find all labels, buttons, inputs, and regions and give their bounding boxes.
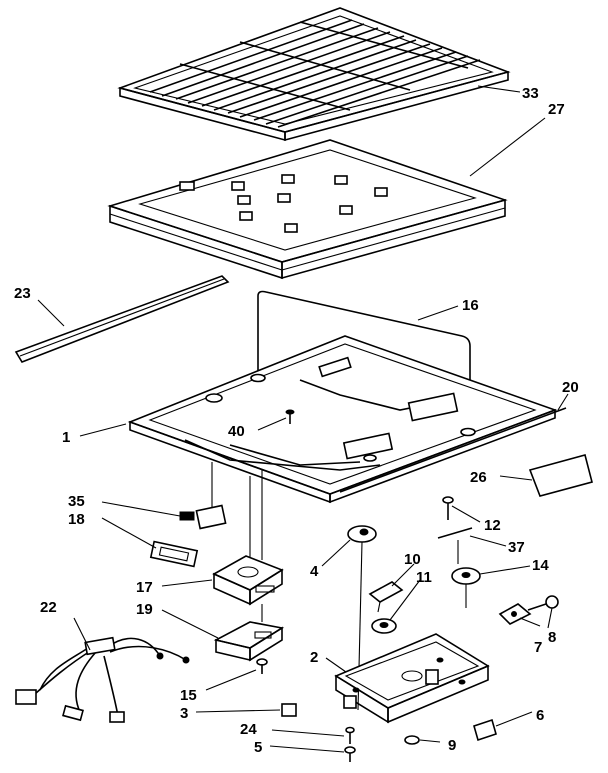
part-10-11-switch <box>368 581 404 634</box>
label-27: 27 <box>548 101 565 118</box>
label-6: 6 <box>536 707 544 724</box>
label-1: 1 <box>62 429 70 446</box>
part-20-rod <box>339 407 567 493</box>
label-20: 20 <box>562 379 579 396</box>
part-23-strip <box>14 275 230 363</box>
part-17-housing <box>212 470 284 606</box>
label-33: 33 <box>522 85 539 102</box>
label-4: 4 <box>310 563 319 580</box>
part-small-hardware <box>281 703 497 762</box>
label-16: 16 <box>462 297 479 314</box>
label-35: 35 <box>68 493 85 510</box>
part-26-pad <box>528 454 593 497</box>
part-7-8-bracket <box>498 595 559 625</box>
label-26: 26 <box>470 469 487 486</box>
label-18: 18 <box>68 511 85 528</box>
label-19: 19 <box>136 601 153 618</box>
label-37: 37 <box>508 539 525 556</box>
label-22: 22 <box>40 599 57 616</box>
part-19-bracket <box>213 604 285 662</box>
part-1-base-pan <box>127 335 558 504</box>
part-15-screw <box>256 658 268 674</box>
label-17: 17 <box>136 579 153 596</box>
part-33-grille <box>117 7 511 142</box>
part-27-frame <box>107 139 508 280</box>
label-5: 5 <box>254 739 262 756</box>
label-15: 15 <box>180 687 197 704</box>
label-40: 40 <box>228 423 245 440</box>
part-35-18-control <box>149 462 227 568</box>
callout-labels: 33 27 23 16 1 40 20 26 35 18 12 37 4 10 … <box>14 85 579 756</box>
label-8: 8 <box>548 629 556 646</box>
label-24: 24 <box>240 721 257 738</box>
label-12: 12 <box>484 517 501 534</box>
label-2: 2 <box>310 649 318 666</box>
part-12-37-14 <box>437 496 481 608</box>
label-10: 10 <box>404 551 421 568</box>
label-23: 23 <box>14 285 31 302</box>
part-16-wire <box>257 290 471 430</box>
label-14: 14 <box>532 557 549 574</box>
label-9: 9 <box>448 737 456 754</box>
label-3: 3 <box>180 705 188 722</box>
label-11: 11 <box>416 569 432 586</box>
leader-lines <box>37 85 569 753</box>
part-22-harness <box>15 636 190 723</box>
part-2-base-plate <box>334 633 490 724</box>
part-40-screw <box>285 409 295 424</box>
label-7: 7 <box>534 639 542 656</box>
